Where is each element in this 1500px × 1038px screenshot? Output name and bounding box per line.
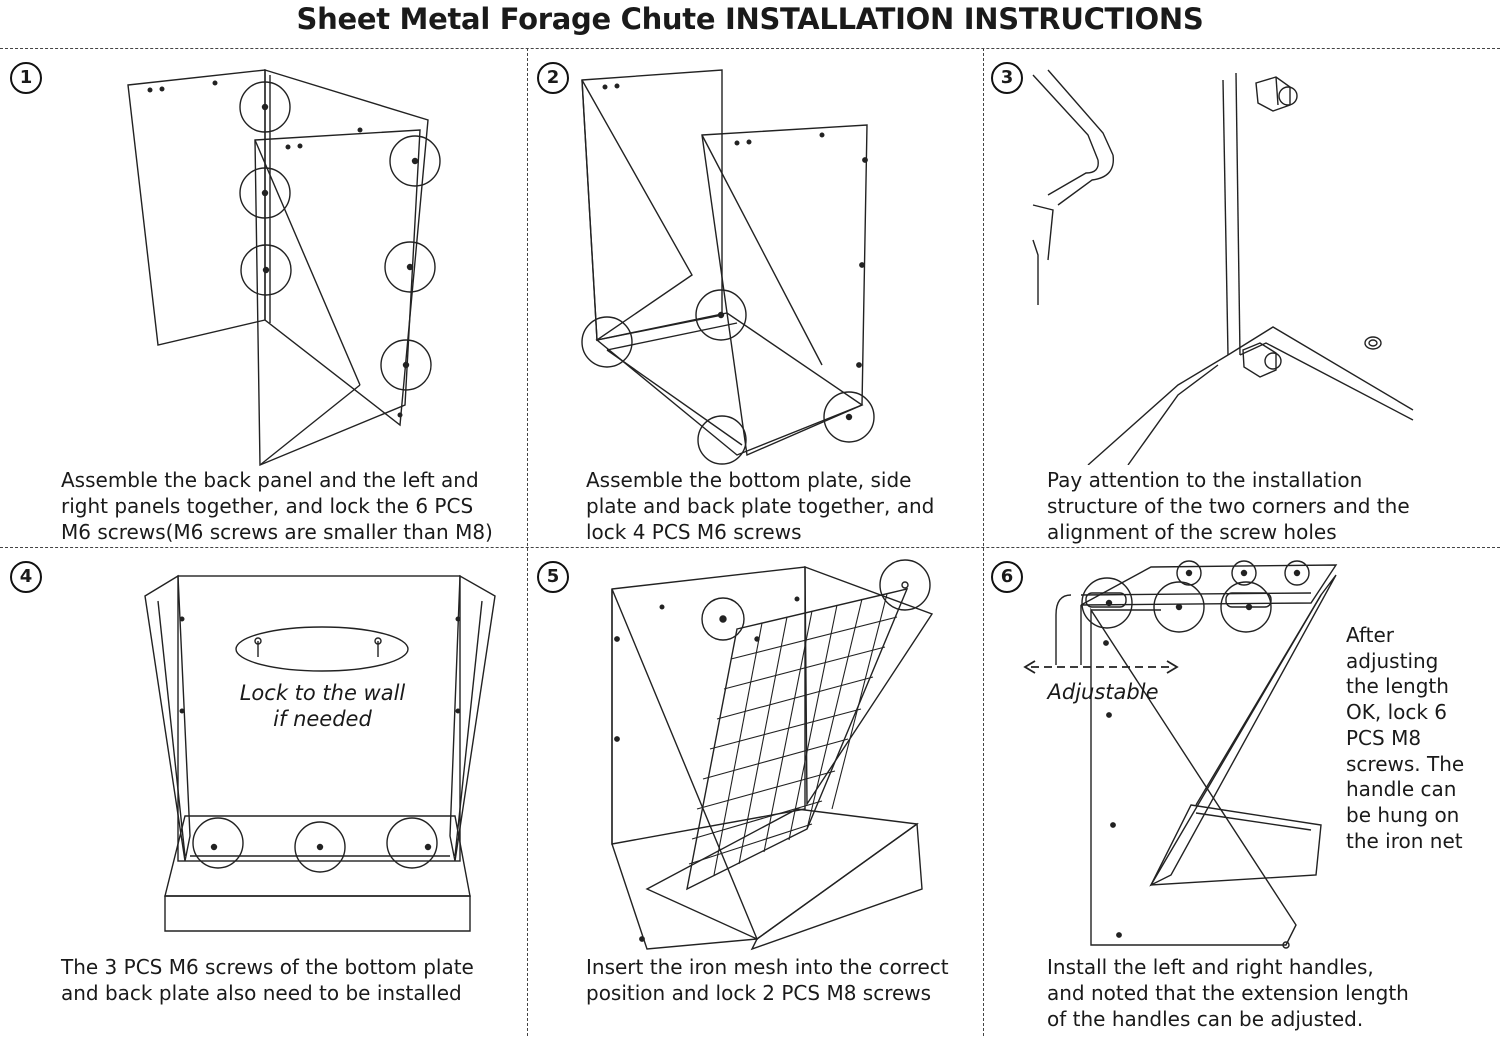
caption-line: and noted that the extension length — [1047, 981, 1409, 1005]
step-5-number: 5 — [537, 561, 569, 593]
column-divider-right — [983, 48, 984, 1036]
top-divider — [0, 48, 1500, 49]
step-6-number: 6 — [991, 561, 1023, 593]
label-line: Lock to the wall — [239, 681, 406, 705]
note-line: OK, lock 6 — [1346, 700, 1448, 725]
page-title: Sheet Metal Forage Chute INSTALLATION IN… — [296, 2, 1204, 36]
step-5-panel: 5 — [527, 549, 983, 1038]
caption-line: Pay attention to the installation — [1047, 468, 1363, 492]
step-3-illustration — [1028, 65, 1428, 465]
caption-line: plate and back plate together, and — [586, 494, 935, 518]
caption-line: Insert the iron mesh into the correct — [586, 955, 949, 979]
caption-line: right panels together, and lock the 6 PC… — [61, 494, 474, 518]
step-2-number: 2 — [537, 62, 569, 94]
step-1-caption: Assemble the back panel and the left and… — [61, 467, 521, 545]
step-6-side-note: After adjusting the length OK, lock 6 PC… — [1346, 623, 1496, 854]
note-line: PCS M8 — [1346, 725, 1422, 750]
label-line: if needed — [273, 707, 372, 731]
step-3-panel: 3 — [983, 50, 1500, 547]
caption-line: The 3 PCS M6 screws of the bottom plate — [61, 955, 474, 979]
step-5-illustration — [607, 559, 947, 954]
step-6-illustration — [1051, 555, 1341, 955]
middle-divider — [0, 547, 1500, 548]
adjustable-arrow — [1021, 657, 1181, 677]
step-4-number: 4 — [10, 561, 42, 593]
caption-line: alignment of the screw holes — [1047, 520, 1337, 544]
note-line: handle can — [1346, 777, 1457, 802]
caption-line: Install the left and right handles, — [1047, 955, 1374, 979]
note-line: screws. The — [1346, 751, 1465, 776]
step-2-panel: 2 Assemble the bottom p — [527, 50, 983, 547]
step-6-panel: 6 — [983, 549, 1500, 1038]
step-4-caption: The 3 PCS M6 screws of the bottom plate … — [61, 954, 521, 1006]
step-4-panel: 4 Lock to the wall — [0, 549, 527, 1038]
step-5-caption: Insert the iron mesh into the correct po… — [586, 954, 976, 1006]
caption-line: Assemble the back panel and the left and — [61, 468, 479, 492]
note-line: the length — [1346, 674, 1449, 699]
step-3-number: 3 — [991, 62, 1023, 94]
caption-line: of the handles can be adjusted. — [1047, 1007, 1364, 1031]
step-3-caption: Pay attention to the installation struct… — [1047, 467, 1487, 545]
note-line: After — [1346, 623, 1395, 647]
step-4-illustration — [140, 571, 500, 941]
step-6-caption: Install the left and right handles, and … — [1047, 954, 1487, 1032]
caption-line: M6 screws(M6 screws are smaller than M8) — [61, 520, 493, 544]
step-2-caption: Assemble the bottom plate, side plate an… — [586, 467, 976, 545]
caption-line: structure of the two corners and the — [1047, 494, 1410, 518]
step-4-wall-label: Lock to the wall if needed — [210, 680, 435, 732]
note-line: the iron net — [1346, 828, 1463, 853]
step-1-illustration — [120, 65, 450, 470]
caption-line: position and lock 2 PCS M8 screws — [586, 981, 932, 1005]
step-1-number: 1 — [10, 62, 42, 94]
step-1-panel: 1 Assemble the back panel and — [0, 50, 527, 547]
step-2-illustration — [577, 65, 937, 470]
column-divider-left — [527, 48, 528, 1036]
caption-line: and back plate also need to be installed — [61, 981, 462, 1005]
caption-line: Assemble the bottom plate, side — [586, 468, 912, 492]
note-line: adjusting — [1346, 648, 1439, 673]
step-6-adjustable-label: Adjustable — [1047, 680, 1159, 704]
note-line: be hung on — [1346, 802, 1460, 827]
caption-line: lock 4 PCS M6 screws — [586, 520, 802, 544]
